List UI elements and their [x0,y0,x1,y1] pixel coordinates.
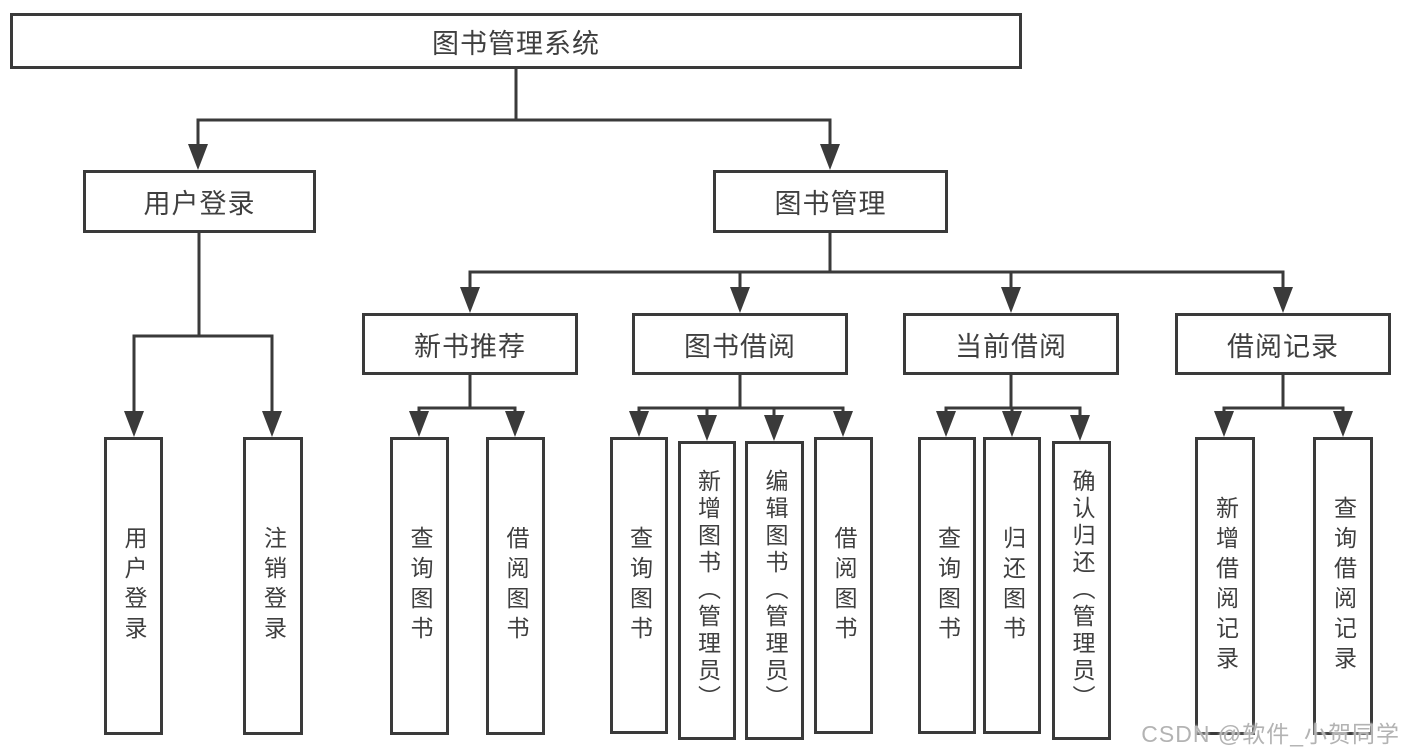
leaf-borrow-books-borrowing: 借阅图书 [814,437,873,734]
connector-book-borrowing [637,375,845,420]
leaf-confirm-return-admin: 确认归还（管理员） [1052,441,1111,740]
leaf-query-books-borrowing: 查询图书 [610,437,668,734]
leaf-logout: 注销登录 [243,437,303,735]
node-root: 图书管理系统 [10,13,1022,69]
leaf-query-books-recommend: 查询图书 [390,437,449,735]
node-new-book-recommendation: 新书推荐 [362,313,578,375]
arrowheads-book-management [460,287,1293,313]
arrowheads-new-book-recommendation [409,411,525,437]
leaf-user-login: 用户登录 [104,437,163,735]
arrowheads-root [188,144,840,170]
arrowheads-current-borrowing [936,411,1090,441]
node-book-management: 图书管理 [713,170,948,233]
connector-user-login [132,233,274,416]
connector-root [196,68,832,148]
leaf-add-book-admin: 新增图书（管理员） [678,441,736,740]
arrowheads-borrowing-records [1214,411,1353,437]
node-borrowing-records: 借阅记录 [1175,313,1391,375]
connector-borrowing-records [1222,375,1345,418]
leaf-return-books: 归还图书 [983,437,1041,734]
arrowheads-user-login [124,411,282,437]
connector-book-management [468,233,1285,292]
csdn-watermark: CSDN @软件_小贺同学 [1141,721,1400,747]
leaf-query-books-current: 查询图书 [918,437,976,734]
node-current-borrowing: 当前借阅 [903,313,1119,375]
leaf-add-borrow-record: 新增借阅记录 [1195,437,1255,735]
node-book-borrowing: 图书借阅 [632,313,848,375]
leaf-borrow-books-recommend: 借阅图书 [486,437,545,735]
leaf-edit-book-admin: 编辑图书（管理员） [745,441,804,740]
connector-new-book-recommendation [417,375,517,418]
leaf-query-borrow-record: 查询借阅记录 [1313,437,1373,735]
node-user-login: 用户登录 [83,170,316,233]
